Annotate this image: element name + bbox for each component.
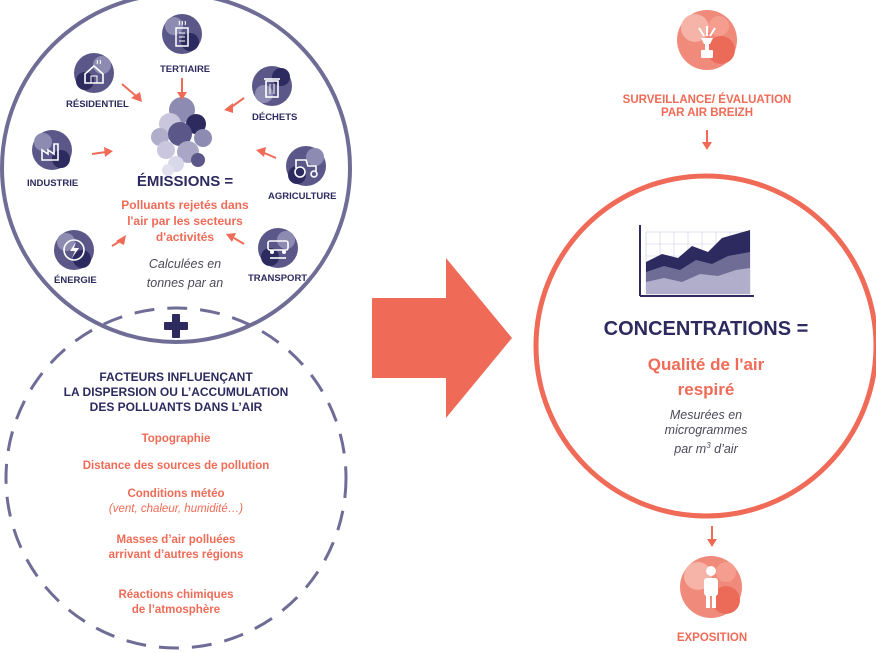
concentrations-unit-line2: microgrammes	[664, 423, 748, 437]
concentrations-title: CONCENTRATIONS =	[603, 318, 809, 340]
arrow-from-residentiel	[121, 83, 142, 102]
surveillance-line1: SURVEILLANCE/ ÉVALUATION	[622, 94, 792, 106]
factors-dashed-circle	[4, 306, 348, 650]
surveillance-label: SURVEILLANCE/ ÉVALUATION PAR AIR BREIZH	[587, 94, 827, 120]
factors-title-line1: FACTEURS INFLUENÇANT	[99, 370, 253, 384]
arrow-from-industrie	[91, 147, 113, 157]
factor-reactions-line1: Réactions chimiques	[118, 589, 234, 601]
concentrations-subtitle-line1: Qualité de l'air	[647, 355, 765, 374]
emissions-title: ÉMISSIONS =	[136, 173, 234, 190]
factors-title: FACTEURS INFLUENÇANT LA DISPERSION OU L’…	[16, 370, 336, 415]
sector-label-industrie: INDUSTRIE	[27, 178, 79, 189]
concentrations-unit: Mesurées en microgrammes par m3 d’air	[616, 408, 796, 457]
concentrations-subtitle-line2: respiré	[677, 380, 735, 399]
exposition-label: EXPOSITION	[676, 632, 748, 644]
surveillance-station-icon	[677, 10, 737, 70]
arrow-from-energie	[111, 235, 126, 247]
factor-meteo: Conditions météo (vent, chaleur, humidit…	[36, 487, 316, 517]
building-icon	[162, 14, 202, 54]
energy-icon	[54, 230, 94, 270]
factor-distance: Distance des sources de pollution	[82, 460, 270, 472]
unit-line3-sup: 3	[706, 441, 711, 450]
pollution-cloud-icon	[151, 97, 212, 176]
emissions-description: Polluants rejetés dans l'air par les sec…	[95, 197, 275, 245]
emissions-description-line3: d'activités	[155, 230, 215, 244]
transport-icon	[258, 228, 298, 268]
factor-masses-air: Masses d’air polluées arrivant d’autres …	[36, 533, 316, 563]
arrow-from-tertiaire	[177, 78, 187, 100]
concentrations-circle	[533, 173, 876, 519]
arrow-to-concentrations	[702, 130, 712, 150]
factor-masses-line2: arrivant d’autres régions	[108, 549, 244, 561]
concentrations-unit-line3: par m3 d’air	[616, 438, 796, 457]
house-icon	[74, 53, 114, 93]
factor-masses-line1: Masses d’air polluées	[116, 534, 236, 546]
factor-meteo-detail: (vent, chaleur, humidité…)	[108, 503, 244, 515]
emissions-unit-line1: Calculées en	[148, 257, 222, 271]
factor-meteo-label: Conditions météo	[127, 488, 225, 500]
unit-line3-suffix: d’air	[710, 442, 738, 457]
trash-icon	[252, 66, 292, 106]
sector-label-tertiaire: TERTIAIRE	[160, 64, 211, 75]
arrow-from-transport	[226, 233, 245, 245]
concentrations-subtitle: Qualité de l'air respiré	[606, 352, 806, 402]
emissions-unit-line2: tonnes par an	[146, 276, 224, 290]
emissions-unit: Calculées en tonnes par an	[110, 255, 260, 293]
emissions-description-line1: Polluants rejetés dans	[121, 198, 249, 212]
person-icon	[680, 556, 742, 618]
sector-label-energie: ÉNERGIE	[54, 275, 97, 286]
emissions-circle	[0, 0, 352, 344]
sector-label-agriculture: AGRICULTURE	[268, 191, 337, 202]
factor-topographie: Topographie	[141, 433, 211, 445]
factor-reactions: Réactions chimiques de l’atmosphère	[36, 588, 316, 618]
plus-icon	[164, 314, 188, 338]
big-arrow-right	[372, 258, 512, 418]
surveillance-line2: PAR AIR BREIZH	[661, 107, 753, 119]
sector-label-dechets: DÉCHETS	[252, 112, 298, 123]
factor-reactions-line2: de l’atmosphère	[131, 604, 221, 616]
unit-line3-prefix: par m	[674, 442, 707, 457]
arrow-to-exposition	[707, 526, 717, 547]
arrow-from-agriculture	[256, 147, 277, 159]
factory-icon	[32, 130, 72, 170]
factors-title-line2: LA DISPERSION OU L’ACCUMULATION	[63, 385, 289, 399]
area-chart-icon	[639, 225, 754, 297]
concentrations-unit-line1: Mesurées en	[669, 408, 743, 422]
emissions-description-line2: l'air par les secteurs	[127, 214, 243, 228]
arrow-from-dechets	[224, 97, 245, 113]
tractor-icon	[286, 146, 326, 186]
sector-label-transport: TRANSPORT	[248, 273, 308, 284]
factors-title-line3: DES POLLUANTS DANS L’AIR	[89, 400, 263, 414]
sector-label-residentiel: RÉSIDENTIEL	[66, 99, 129, 110]
